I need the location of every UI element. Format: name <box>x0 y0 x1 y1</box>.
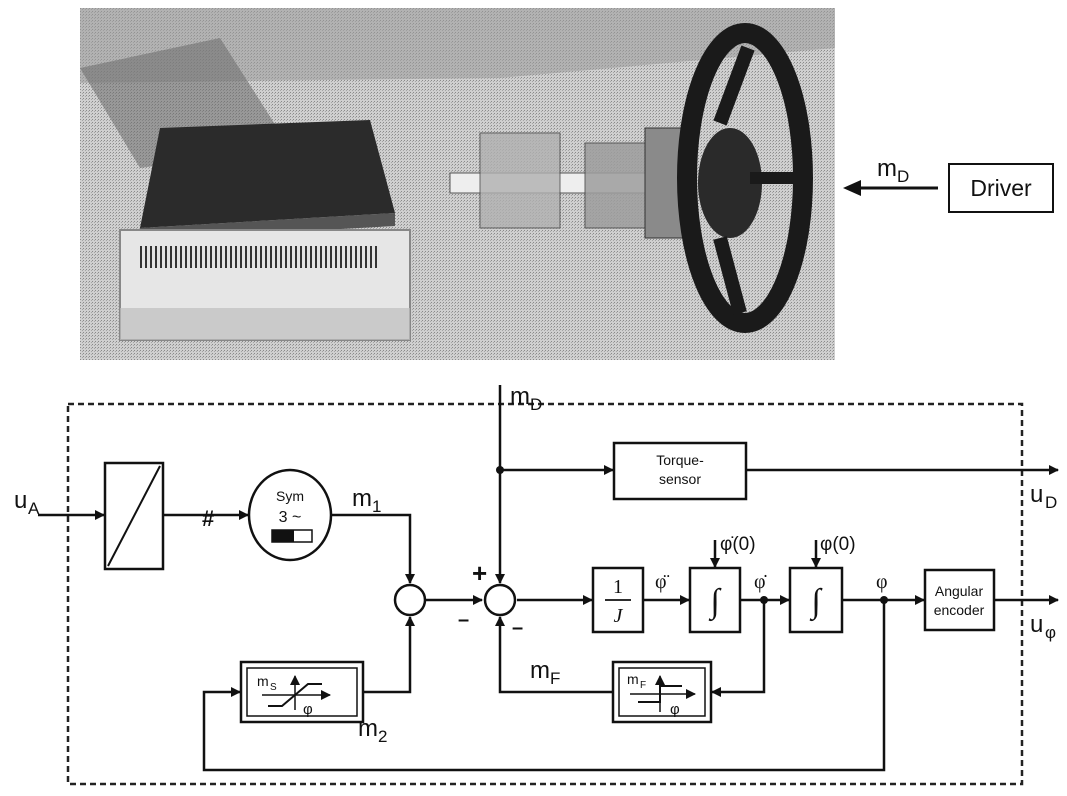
integrator-2: ∫ <box>788 566 844 634</box>
plus-sign: + <box>472 558 487 588</box>
motor-line1: Sym <box>276 488 304 504</box>
driver-torque-arrow: m D <box>843 155 938 196</box>
mf-block-sub: F <box>640 680 646 691</box>
torque-sensor-block: Torque- sensor <box>612 441 748 501</box>
summing-junction-1 <box>393 583 427 617</box>
amplifier-icon <box>119 229 411 341</box>
minus-sign-1: – <box>458 609 469 631</box>
md-sub: D <box>530 395 542 414</box>
m1-sub: 1 <box>372 497 381 516</box>
arrow-left-icon <box>843 180 861 196</box>
init-phi-dot: φ̇(0) <box>720 534 756 555</box>
ms-label: m <box>257 673 269 689</box>
torque-sensor-line2: sensor <box>659 471 701 487</box>
driver-label: Driver <box>970 174 1032 201</box>
m2-sub: 2 <box>378 727 387 746</box>
integrator-1: ∫ <box>688 566 742 634</box>
block-diagram: # Sym 3 ~ Torque- sensor 1 J ∫ <box>14 383 1059 786</box>
encoder-line1: Angular <box>935 583 984 599</box>
mf-friction-block: m F φ <box>611 660 713 724</box>
init-phi: φ(0) <box>820 534 856 555</box>
phi-label: φ <box>876 571 888 593</box>
minus-sign-2: – <box>512 617 523 639</box>
phi-ddot-label: φ̈ <box>655 571 670 593</box>
driver-box: Driver <box>948 163 1054 213</box>
integrator-symbol-1: ∫ <box>708 583 722 622</box>
summing-junction-2 <box>483 583 517 617</box>
integrator-symbol-2: ∫ <box>809 583 823 622</box>
md-label: m <box>510 383 530 410</box>
phi-dot-label: φ̇ <box>754 571 768 593</box>
m2-label: m <box>358 715 378 742</box>
inertia-den: J <box>614 605 624 627</box>
motor-unit-icon <box>140 120 395 240</box>
input-label: u <box>14 487 27 514</box>
dac-marker: # <box>202 506 214 531</box>
out-d-label: u <box>1030 481 1043 508</box>
mf-sub: F <box>550 669 560 688</box>
out-d-sub: D <box>1045 493 1057 512</box>
inertia-block: 1 J <box>591 566 645 634</box>
torque-in-label: m <box>877 155 897 182</box>
ms-nonlinearity-block: m S φ <box>239 660 365 724</box>
torque-sensor-line1: Torque- <box>656 452 704 468</box>
torque-in-sub: D <box>897 167 909 186</box>
out-phi-sub: φ <box>1045 623 1056 642</box>
converter-block <box>103 461 165 571</box>
motor-block: Sym 3 ~ <box>247 468 333 562</box>
m1-label: m <box>352 485 372 512</box>
system-boundary <box>66 402 1024 786</box>
mf-phi: φ <box>670 701 680 718</box>
angular-encoder-block: Angular encoder <box>923 568 996 632</box>
test-bench-photo <box>80 8 835 360</box>
out-phi-label: u <box>1030 611 1043 638</box>
mf-label: m <box>530 657 550 684</box>
input-sub: A <box>28 499 40 518</box>
mf-block-label: m <box>627 671 639 687</box>
ms-sub: S <box>270 682 277 693</box>
inertia-num: 1 <box>613 576 623 598</box>
motor-line2: 3 ~ <box>279 509 302 526</box>
encoder-line2: encoder <box>934 602 985 618</box>
ms-phi: φ <box>303 701 313 718</box>
steering-wheel-icon <box>677 23 813 333</box>
